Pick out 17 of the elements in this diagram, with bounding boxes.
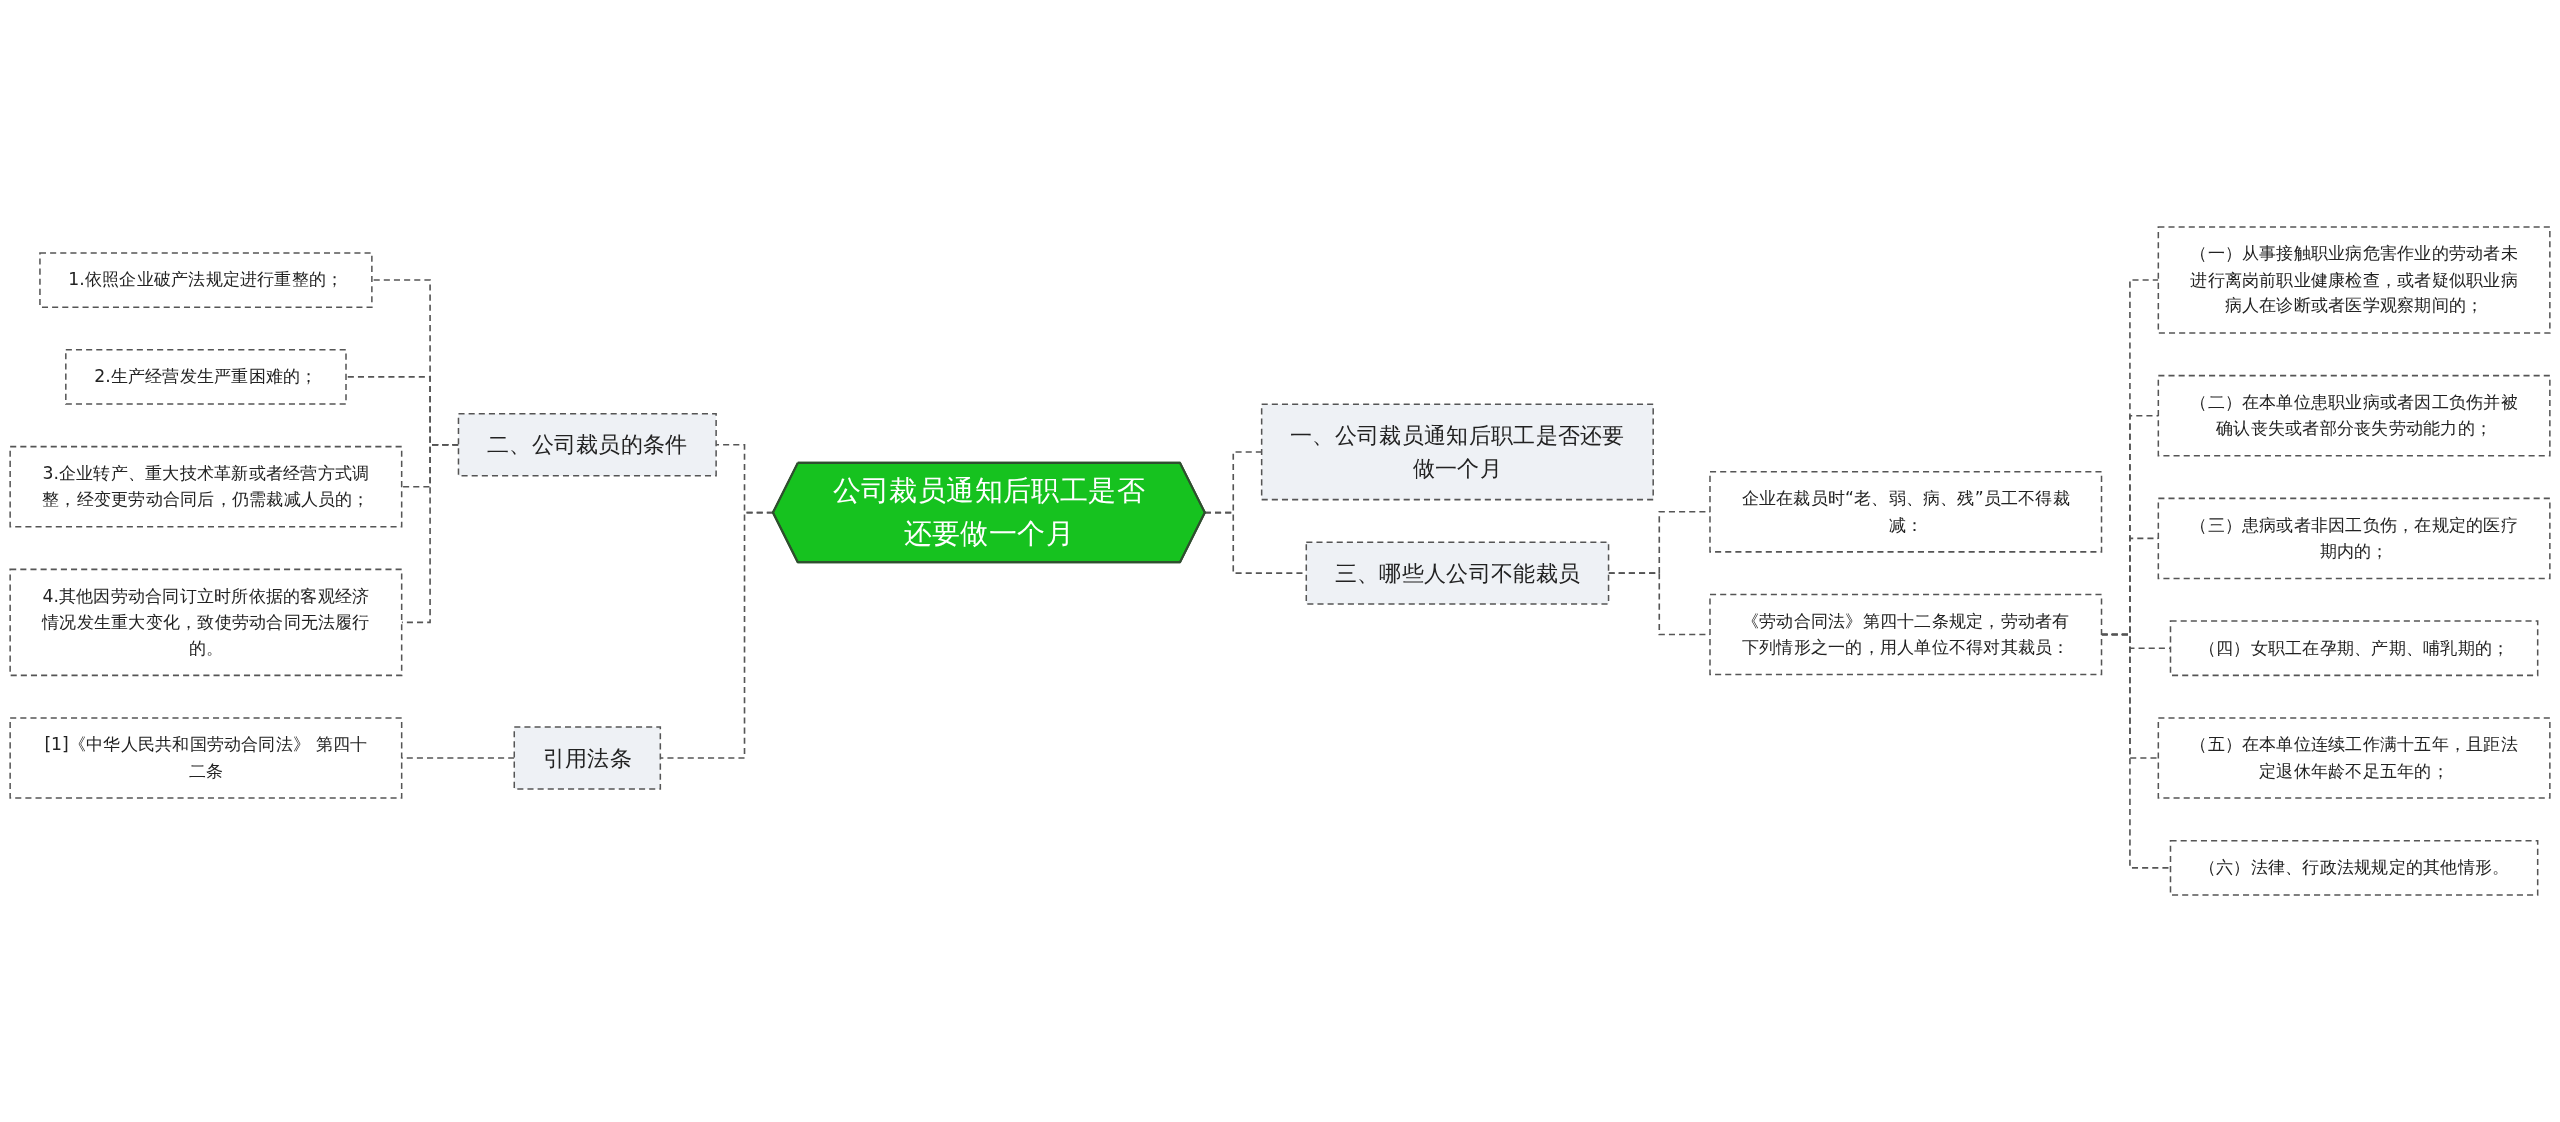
node-box: 4.其他因劳动合同订立时所依据的客观经济情况发生重大变化，致使劳动合同无法履行的。 <box>9 568 403 677</box>
node-box: 引用法条 <box>513 726 662 790</box>
node-box: 3.企业转产、重大技术革新或者经营方式调整，经变更劳动合同后，仍需裁减人员的； <box>9 445 403 528</box>
node-box: 《劳动合同法》第四十二条规定，劳动者有下列情形之一的，用人单位不得对其裁员： <box>1709 593 2103 676</box>
node-box: （六）法律、行政法规规定的其他情形。 <box>2169 839 2539 896</box>
node-box: 企业在裁员时“老、弱、病、残”员工不得裁减： <box>1709 471 2103 553</box>
node-box: [1]《中华人民共和国劳动合同法》 第四十二条 <box>9 717 403 799</box>
node-box: 二、公司裁员的条件 <box>457 413 717 477</box>
node-box: 三、哪些人公司不能裁员 <box>1305 541 1610 605</box>
node-box: 1.依照企业破产法规定进行重整的； <box>39 252 373 308</box>
node-box: 一、公司裁员通知后职工是否还要做一个月 <box>1260 403 1654 501</box>
node-box: （一）从事接触职业病危害作业的劳动者未进行离岗前职业健康检查，或者疑似职业病病人在诊断或者医学观察期间的； <box>2157 226 2551 334</box>
node-box: 2.生产经营发生严重困难的； <box>65 349 347 405</box>
node-box: （三）患病或者非因工负伤，在规定的医疗期内的； <box>2157 497 2551 580</box>
node-box: （四）女职工在孕期、产期、哺乳期的； <box>2169 620 2539 677</box>
node-box: （五）在本单位连续工作满十五年，且距法定退休年龄不足五年的； <box>2157 717 2551 799</box>
node-box: （二）在本单位患职业病或者因工负伤并被确认丧失或者部分丧失劳动能力的； <box>2157 374 2551 457</box>
